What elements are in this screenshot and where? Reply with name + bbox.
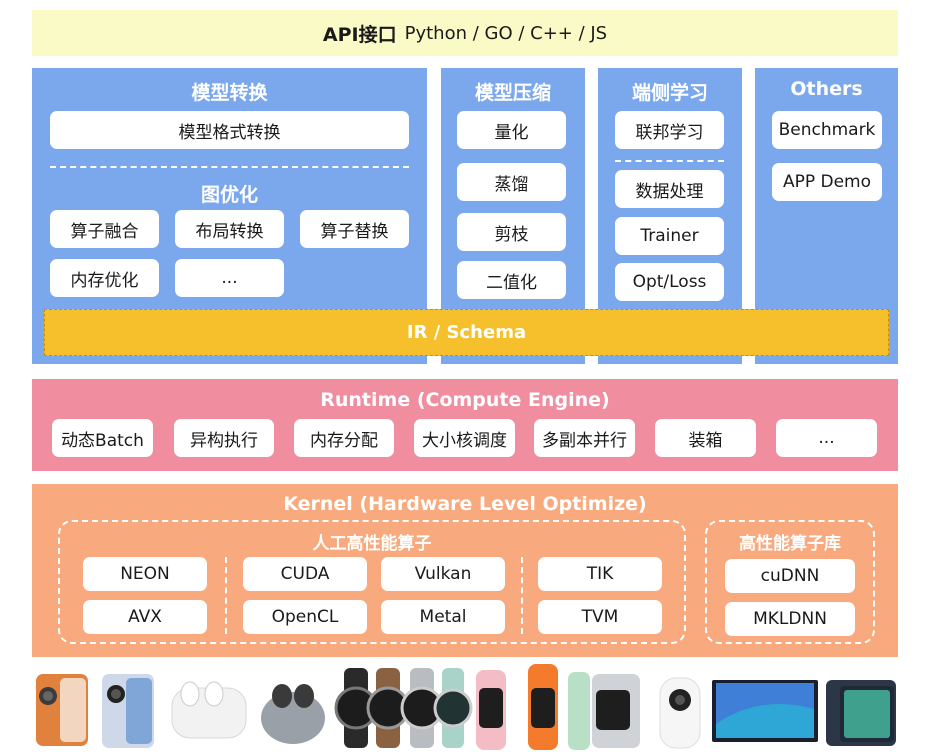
operator-library-title: 高性能算子库 — [739, 534, 841, 554]
graph-opt-item: 内存优化 — [50, 259, 159, 297]
phone-icon — [36, 674, 88, 746]
on-device-item: Trainer — [615, 217, 724, 255]
api-bar: API接口 Python / GO / C++ / JS — [32, 10, 898, 56]
others-item: APP Demo — [772, 163, 882, 201]
earbuds-icon — [171, 681, 247, 739]
kernel-item: NEON — [83, 557, 207, 591]
conversion-divider — [50, 166, 409, 168]
runtime-item: 异构执行 — [174, 419, 274, 457]
band-icon — [568, 672, 640, 750]
watch-icon — [334, 668, 378, 748]
api-languages: Python / GO / C++ / JS — [404, 22, 608, 44]
runtime-item: 装箱 — [655, 419, 756, 457]
phone-icon — [102, 674, 154, 748]
model-format-conversion: 模型格式转换 — [50, 111, 409, 149]
kernel-item: Metal — [381, 600, 505, 634]
runtime-item: 多副本并行 — [534, 419, 635, 457]
tablet-icon — [826, 680, 896, 746]
compression-item: 剪枝 — [457, 213, 566, 251]
on-device-learning-title: 端侧学习 — [631, 82, 708, 104]
graph-opt-item: 算子替换 — [300, 210, 409, 248]
on-device-item: Opt/Loss — [615, 263, 724, 301]
kernel-item: CUDA — [243, 557, 367, 591]
compression-item: 量化 — [457, 111, 566, 149]
graph-opt-item: 算子融合 — [50, 210, 159, 248]
kernel-title: Kernel (Hardware Level Optimize) — [283, 493, 647, 515]
model-compression-title: 模型压缩 — [474, 82, 551, 104]
api-title: API接口 — [322, 23, 397, 46]
device-strip — [36, 664, 896, 750]
ir-schema-bar: IR / Schema — [44, 309, 889, 356]
kernel-item: AVX — [83, 600, 207, 634]
operator-library-group — [705, 520, 875, 644]
library-item: cuDNN — [725, 559, 855, 593]
kernel-item: Vulkan — [381, 557, 505, 591]
library-item: MKLDNN — [725, 602, 855, 636]
camera-icon — [659, 677, 701, 749]
on-device-item: 联邦学习 — [615, 111, 724, 149]
model-conversion-title: 模型转换 — [191, 82, 268, 104]
compression-item: 二值化 — [457, 261, 566, 299]
watch-icon — [400, 668, 473, 748]
kernel-item: TVM — [538, 600, 662, 634]
band-icon — [476, 670, 506, 750]
kernel-item: OpenCL — [243, 600, 367, 634]
manual-operators-group — [58, 520, 686, 644]
graph-opt-item: ... — [175, 259, 284, 297]
kernel-item: TIK — [538, 557, 662, 591]
earbuds-icon — [261, 684, 325, 744]
on-device-item: 数据处理 — [615, 170, 724, 208]
runtime-item: 内存分配 — [294, 419, 394, 457]
runtime-item: 大小核调度 — [414, 419, 515, 457]
kernel-divider — [225, 557, 227, 634]
others-title: Others — [790, 78, 863, 100]
tv-icon — [712, 680, 818, 742]
manual-operators-title: 人工高性能算子 — [312, 534, 432, 554]
kernel-divider — [521, 557, 523, 634]
runtime-item: 动态Batch — [52, 419, 153, 457]
runtime-title: Runtime (Compute Engine) — [320, 389, 610, 411]
compression-item: 蒸馏 — [457, 163, 566, 201]
on-device-divider — [615, 160, 724, 162]
runtime-item: ... — [776, 419, 877, 457]
band-icon — [528, 664, 558, 750]
others-item: Benchmark — [772, 111, 882, 149]
graph-optimization-title: 图优化 — [200, 184, 258, 206]
graph-opt-item: 布局转换 — [175, 210, 284, 248]
